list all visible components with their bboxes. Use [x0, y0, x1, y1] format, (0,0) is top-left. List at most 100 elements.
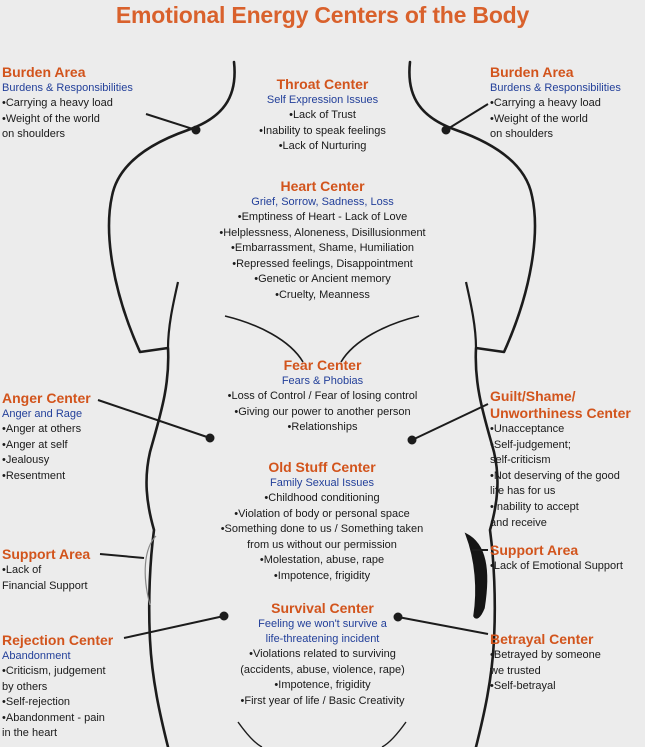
pointer-burden-left: [145, 113, 197, 131]
list-item: in the heart: [2, 727, 58, 740]
throat-list: Lack of TrustInability to speak feelings…: [200, 108, 445, 155]
pointer-dot-guilt: [407, 435, 417, 445]
list-item: by others: [2, 680, 48, 693]
list-item: Anger at others: [2, 422, 112, 438]
list-item: Lack of Nurturing: [200, 139, 445, 155]
list-item: self-criticism: [490, 454, 551, 467]
list-item: and receive: [490, 516, 547, 529]
support-right-heading: Support Area: [490, 542, 579, 558]
burden-right-subtitle: Burdens & Responsibilities: [490, 82, 621, 94]
heart-subtitle: Grief, Sorrow, Sadness, Loss: [251, 196, 394, 208]
list-item: Violations related to surviving: [190, 647, 455, 663]
list-item: Anger at self: [2, 438, 112, 454]
leg-hint-right: [381, 721, 407, 747]
burden-area-left: Burden Area Burdens & Responsibilities C…: [2, 64, 152, 143]
list-item: Carrying a heavy load: [2, 96, 152, 112]
old-stuff-subtitle: Family Sexual Issues: [270, 477, 374, 489]
lower-back-right-shape: [464, 532, 488, 619]
throat-heading: Throat Center: [276, 76, 369, 92]
chest-curve-left: [224, 315, 304, 363]
rejection-heading: Rejection Center: [2, 632, 114, 648]
heart-list: Emptiness of Heart - Lack of LoveHelples…: [170, 210, 475, 304]
list-item: Something done to us / Something taken: [176, 522, 468, 538]
anger-subtitle: Anger and Rage: [2, 408, 83, 420]
survival-subtitle-line2: life-threatening incident: [265, 633, 380, 645]
list-item: Childhood conditioning: [176, 491, 468, 507]
list-item: Relationships: [180, 420, 465, 436]
pointer-rejection: [123, 615, 225, 639]
guilt-heading-line2: Unworthiness Center: [490, 405, 631, 421]
support-area-right: Support Area Lack of Emotional Support: [490, 542, 645, 575]
list-item: Inability to speak feelings: [200, 124, 445, 140]
list-item: Impotence, frigidity: [190, 678, 455, 694]
leg-hint-left: [237, 721, 263, 747]
list-item: Self-rejection: [2, 695, 132, 711]
burden-left-list: Carrying a heavy loadWeight of the world…: [2, 96, 152, 143]
survival-center: Survival Center Feeling we won't survive…: [190, 600, 455, 709]
pointer-betrayal: [397, 616, 489, 635]
heart-heading: Heart Center: [280, 178, 365, 194]
survival-subtitle: Feeling we won't survive a: [258, 618, 387, 630]
support-left-heading: Support Area: [2, 546, 91, 562]
list-item: Loss of Control / Fear of losing control: [180, 389, 465, 405]
rejection-subtitle: Abandonment: [2, 650, 71, 662]
throat-center: Throat Center Self Expression Issues Lac…: [200, 76, 445, 155]
body-silhouette: [107, 60, 537, 747]
list-item: Weight of the world: [2, 112, 152, 128]
fear-list: Loss of Control / Fear of losing control…: [180, 389, 465, 436]
list-item: Self-judgement;: [490, 438, 645, 454]
survival-list: Violations related to surviving(accident…: [190, 647, 455, 709]
list-item: Weight of the world: [490, 112, 642, 128]
list-item: Lack of: [2, 563, 112, 579]
pointer-dot-betrayal: [393, 612, 403, 622]
list-item: Genetic or Ancient memory: [170, 272, 475, 288]
pointer-dot-rejection: [219, 611, 229, 621]
old-stuff-list: Childhood conditioningViolation of body …: [176, 491, 468, 585]
list-item: Cruelty, Meanness: [170, 288, 475, 304]
burden-right-heading: Burden Area: [490, 64, 574, 80]
support-right-list: Lack of Emotional Support: [490, 559, 645, 575]
list-item: Violation of body or personal space: [176, 507, 468, 523]
guilt-heading: Guilt/Shame/: [490, 388, 576, 404]
betrayal-heading: Betrayal Center: [490, 631, 594, 647]
list-item: we trusted: [490, 664, 541, 677]
anger-center: Anger Center Anger and Rage Anger at oth…: [2, 390, 112, 484]
list-item: Betrayed by someone: [490, 648, 640, 664]
anger-list: Anger at othersAnger at selfJealousyRese…: [2, 422, 112, 484]
list-item: Resentment: [2, 469, 112, 485]
heart-center: Heart Center Grief, Sorrow, Sadness, Los…: [170, 178, 475, 304]
list-item: on shoulders: [2, 128, 65, 141]
list-item: Impotence, frigidity: [176, 569, 468, 585]
list-item: Not deserving of the good: [490, 469, 645, 485]
list-item: Self-betrayal: [490, 679, 640, 695]
pointer-burden-right: [445, 103, 489, 131]
burden-right-list: Carrying a heavy loadWeight of the world…: [490, 96, 642, 143]
list-item: First year of life / Basic Creativity: [190, 694, 455, 710]
survival-heading: Survival Center: [271, 600, 374, 616]
list-item: Lack of Emotional Support: [490, 559, 645, 575]
burden-left-heading: Burden Area: [2, 64, 86, 80]
page-title: Emotional Energy Centers of the Body: [115, 2, 530, 28]
guilt-list: UnacceptanceSelf-judgement;self-criticis…: [490, 422, 645, 531]
pointer-support-left: [99, 553, 145, 559]
list-item: Carrying a heavy load: [490, 96, 642, 112]
chest-curve-right: [340, 315, 420, 363]
list-item: life has for us: [490, 485, 556, 498]
list-item: Unacceptance: [490, 422, 645, 438]
list-item: on shoulders: [490, 128, 553, 141]
fear-subtitle: Fears & Phobias: [281, 375, 364, 387]
list-item: Abandonment - pain: [2, 711, 132, 727]
list-item: Helplessness, Aloneness, Disillusionment: [170, 226, 475, 242]
list-item: Inability to accept: [490, 500, 645, 516]
old-stuff-heading: Old Stuff Center: [268, 459, 376, 475]
list-item: Lack of Trust: [200, 108, 445, 124]
list-item: Embarrassment, Shame, Humiliation: [170, 241, 475, 257]
lower-back-left-shape: [144, 535, 157, 606]
rejection-center: Rejection Center Abandonment Criticism, …: [2, 632, 132, 742]
